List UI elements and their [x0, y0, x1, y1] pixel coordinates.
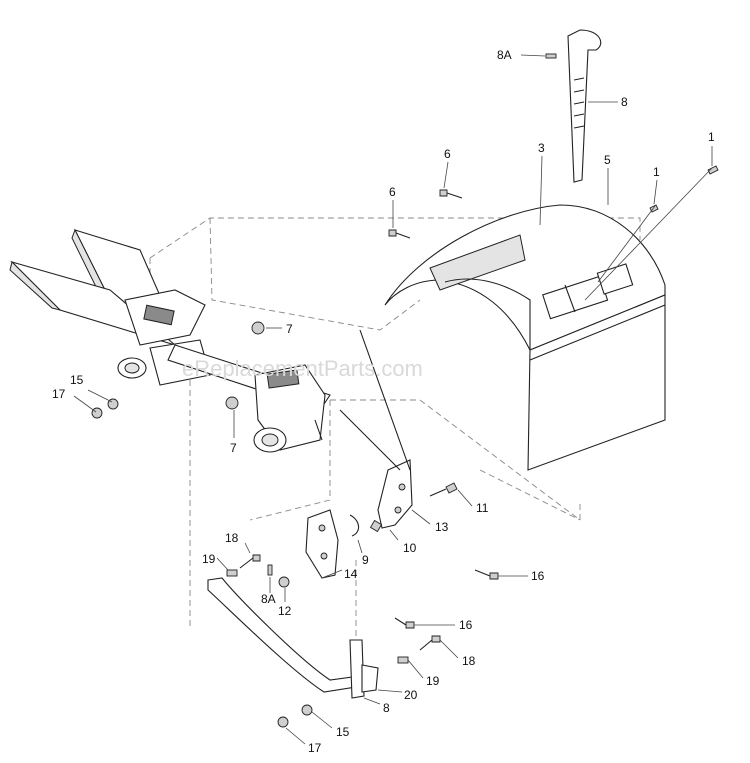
label-6: 6: [389, 185, 396, 199]
label-16: 16: [531, 569, 545, 583]
label-15: 15: [336, 725, 350, 739]
tine-shield-assembly: [384, 204, 666, 471]
label-13: 13: [435, 520, 449, 534]
label-8a: 8A: [497, 48, 512, 62]
label-18: 18: [462, 654, 476, 668]
phantom-frame-outline: [149, 217, 641, 630]
label-5: 5: [604, 153, 611, 167]
leader-lines: [73, 54, 713, 745]
label-8a: 8A: [261, 592, 276, 606]
label-18: 18: [225, 531, 239, 545]
pin-8a-top: [545, 53, 557, 59]
label-12: 12: [278, 604, 292, 618]
label-17: 17: [52, 387, 66, 401]
brackets: [305, 329, 413, 579]
label-6: 6: [444, 147, 451, 161]
label-16: 16: [459, 618, 473, 632]
label-7: 7: [286, 322, 293, 336]
label-8: 8: [621, 95, 628, 109]
label-14: 14: [344, 567, 358, 581]
label-9: 9: [362, 553, 369, 567]
depth-control-rod: [207, 560, 379, 699]
label-3: 3: [538, 141, 545, 155]
label-1: 1: [653, 165, 660, 179]
hardware: [91, 165, 719, 728]
label-20: 20: [404, 688, 418, 702]
label-7: 7: [230, 441, 237, 455]
label-10: 10: [403, 541, 417, 555]
part-labels: 1 1 3 5 6 6 8 8A 7 7 15 17 11 13 10 9 14…: [52, 48, 715, 755]
label-19: 19: [426, 674, 440, 688]
label-15: 15: [70, 373, 84, 387]
label-8: 8: [383, 701, 390, 715]
shield-flap: [527, 294, 666, 471]
watermark: eReplacementParts.com: [182, 356, 423, 381]
label-1: 1: [708, 130, 715, 144]
label-17: 17: [308, 741, 322, 755]
tine-shaft-housings: [9, 228, 331, 453]
bracket-14: [305, 509, 339, 579]
label-19: 19: [202, 552, 216, 566]
label-11: 11: [476, 501, 489, 515]
depth-stake-bar: [545, 29, 602, 183]
bracket-13: [377, 459, 413, 529]
